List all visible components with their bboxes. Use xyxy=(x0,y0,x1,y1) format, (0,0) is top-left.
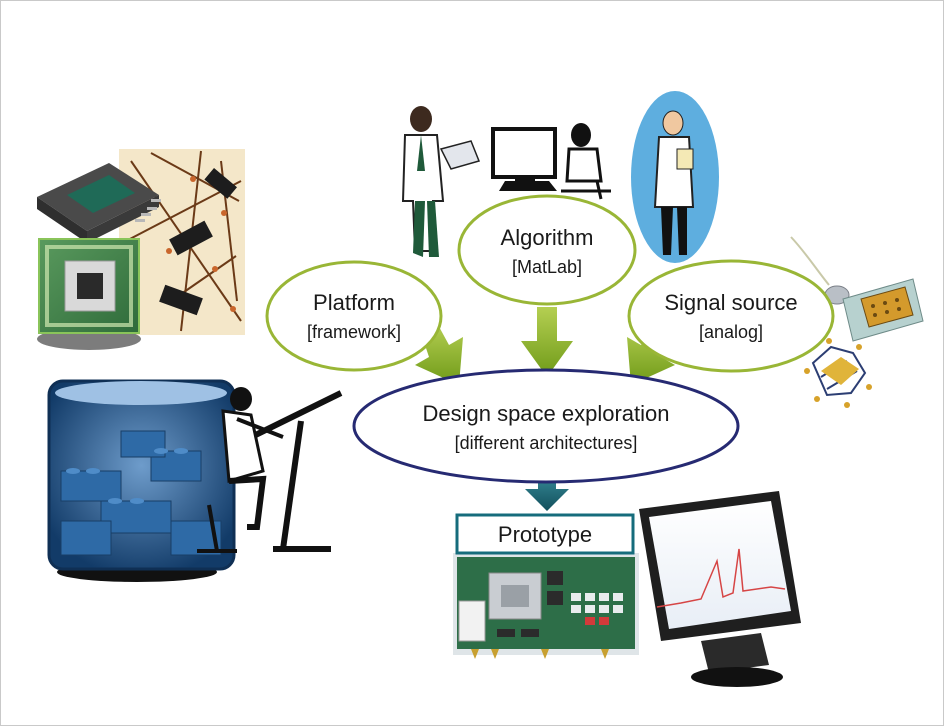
dse-title: Design space exploration xyxy=(422,401,669,426)
dse-subtitle: [different architectures] xyxy=(455,433,638,453)
scientist-clipart xyxy=(631,91,719,263)
sensor-chips-clipart xyxy=(790,236,924,408)
arrow-dse-to-prototype xyxy=(525,471,569,511)
arrow-algorithm-to-dse xyxy=(521,307,573,377)
signal-source-title: Signal source xyxy=(664,290,797,315)
algorithm-title: Algorithm xyxy=(501,225,594,250)
design-space-exploration-node: Design space exploration [different arch… xyxy=(352,368,740,484)
signal-source-node: Signal source [analog] xyxy=(627,259,835,373)
prototype-title: Prototype xyxy=(498,522,592,547)
monitor-photo xyxy=(639,491,801,687)
signal-source-subtitle: [analog] xyxy=(699,322,763,342)
algorithm-subtitle: [MatLab] xyxy=(512,257,582,277)
platform-subtitle: [framework] xyxy=(307,322,401,342)
dev-board-photo xyxy=(453,553,639,659)
chips-components-clipart xyxy=(37,149,245,350)
lego-designer-clipart xyxy=(47,379,343,582)
doctor-clipart xyxy=(401,106,481,257)
prototype-node: Prototype xyxy=(455,513,635,555)
platform-title: Platform xyxy=(313,290,395,315)
algorithm-node: Algorithm [MatLab] xyxy=(457,194,637,306)
computer-user-clipart xyxy=(491,123,611,200)
platform-node: Platform [framework] xyxy=(265,260,443,372)
